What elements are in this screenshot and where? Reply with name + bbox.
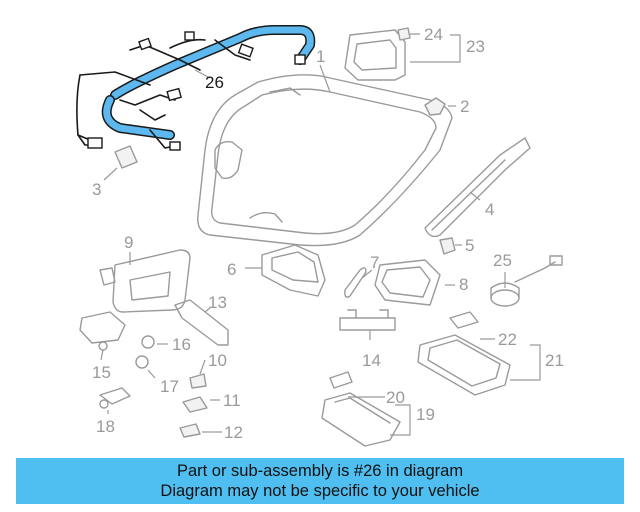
ring-16[interactable] xyxy=(141,335,155,349)
callout-25: 25 xyxy=(493,251,512,270)
coat-hook-15[interactable] xyxy=(79,311,126,351)
callout-8: 8 xyxy=(459,275,468,294)
ring-17[interactable] xyxy=(135,355,149,369)
callout-12: 12 xyxy=(224,423,243,442)
callout-21: 21 xyxy=(545,351,564,370)
callout-1: 1 xyxy=(316,47,325,66)
callout-19: 19 xyxy=(416,405,435,424)
grab-handle-13[interactable] xyxy=(174,299,229,346)
callout-15: 15 xyxy=(92,363,111,382)
plug-5[interactable] xyxy=(439,237,456,255)
callout-11: 11 xyxy=(223,391,241,410)
callout-10: 10 xyxy=(208,351,227,370)
callout-6: 6 xyxy=(227,260,236,279)
wiring-harness-26[interactable] xyxy=(76,25,316,151)
sensor-25[interactable] xyxy=(490,255,563,307)
callout-14: 14 xyxy=(362,351,381,370)
callout-13: 13 xyxy=(208,293,227,312)
callout-23: 23 xyxy=(466,37,485,56)
clip-12[interactable] xyxy=(179,423,201,438)
callout-20: 20 xyxy=(386,388,405,407)
lamp-23[interactable] xyxy=(344,27,411,81)
bracket-14[interactable] xyxy=(339,309,396,331)
callout-26: 26 xyxy=(205,73,224,92)
clip-2[interactable] xyxy=(424,97,446,116)
pillar-trim-4[interactable] xyxy=(424,137,531,238)
clip-11[interactable] xyxy=(182,396,208,413)
callout-17: 17 xyxy=(160,377,179,396)
dome-light-21[interactable] xyxy=(417,311,511,396)
seal-7[interactable] xyxy=(344,267,367,298)
sun-visor-9[interactable] xyxy=(99,249,191,313)
callout-2: 2 xyxy=(460,97,469,116)
trim-3[interactable] xyxy=(114,145,138,169)
callout-4: 4 xyxy=(485,200,494,219)
callout-22: 22 xyxy=(498,330,517,349)
callout-5: 5 xyxy=(465,236,474,255)
parts-diagram: 1 2 3 4 5 6 7 8 9 10 11 12 13 14 15 16 1… xyxy=(76,25,564,447)
callout-3: 3 xyxy=(92,180,101,199)
callout-24: 24 xyxy=(424,25,443,44)
lamp-19[interactable] xyxy=(321,371,401,447)
callout-7: 7 xyxy=(370,253,379,272)
banner-line-1: Part or sub-assembly is #26 in diagram xyxy=(176,462,464,480)
callout-labels: 1 2 3 4 5 6 7 8 9 10 11 12 13 14 15 16 1… xyxy=(92,25,564,442)
clip-10[interactable] xyxy=(189,373,207,389)
lamp-8[interactable] xyxy=(374,259,441,306)
bracket-6[interactable] xyxy=(261,244,326,297)
info-banner: Part or sub-assembly is #26 in diagram D… xyxy=(16,458,624,504)
hook-18[interactable] xyxy=(99,387,131,409)
banner-line-2: Diagram may not be specific to your vehi… xyxy=(160,482,480,500)
headliner-1[interactable] xyxy=(197,74,453,247)
leader-lines xyxy=(100,33,541,436)
callout-18: 18 xyxy=(96,417,115,436)
callout-16: 16 xyxy=(172,335,191,354)
callout-9: 9 xyxy=(124,233,133,252)
